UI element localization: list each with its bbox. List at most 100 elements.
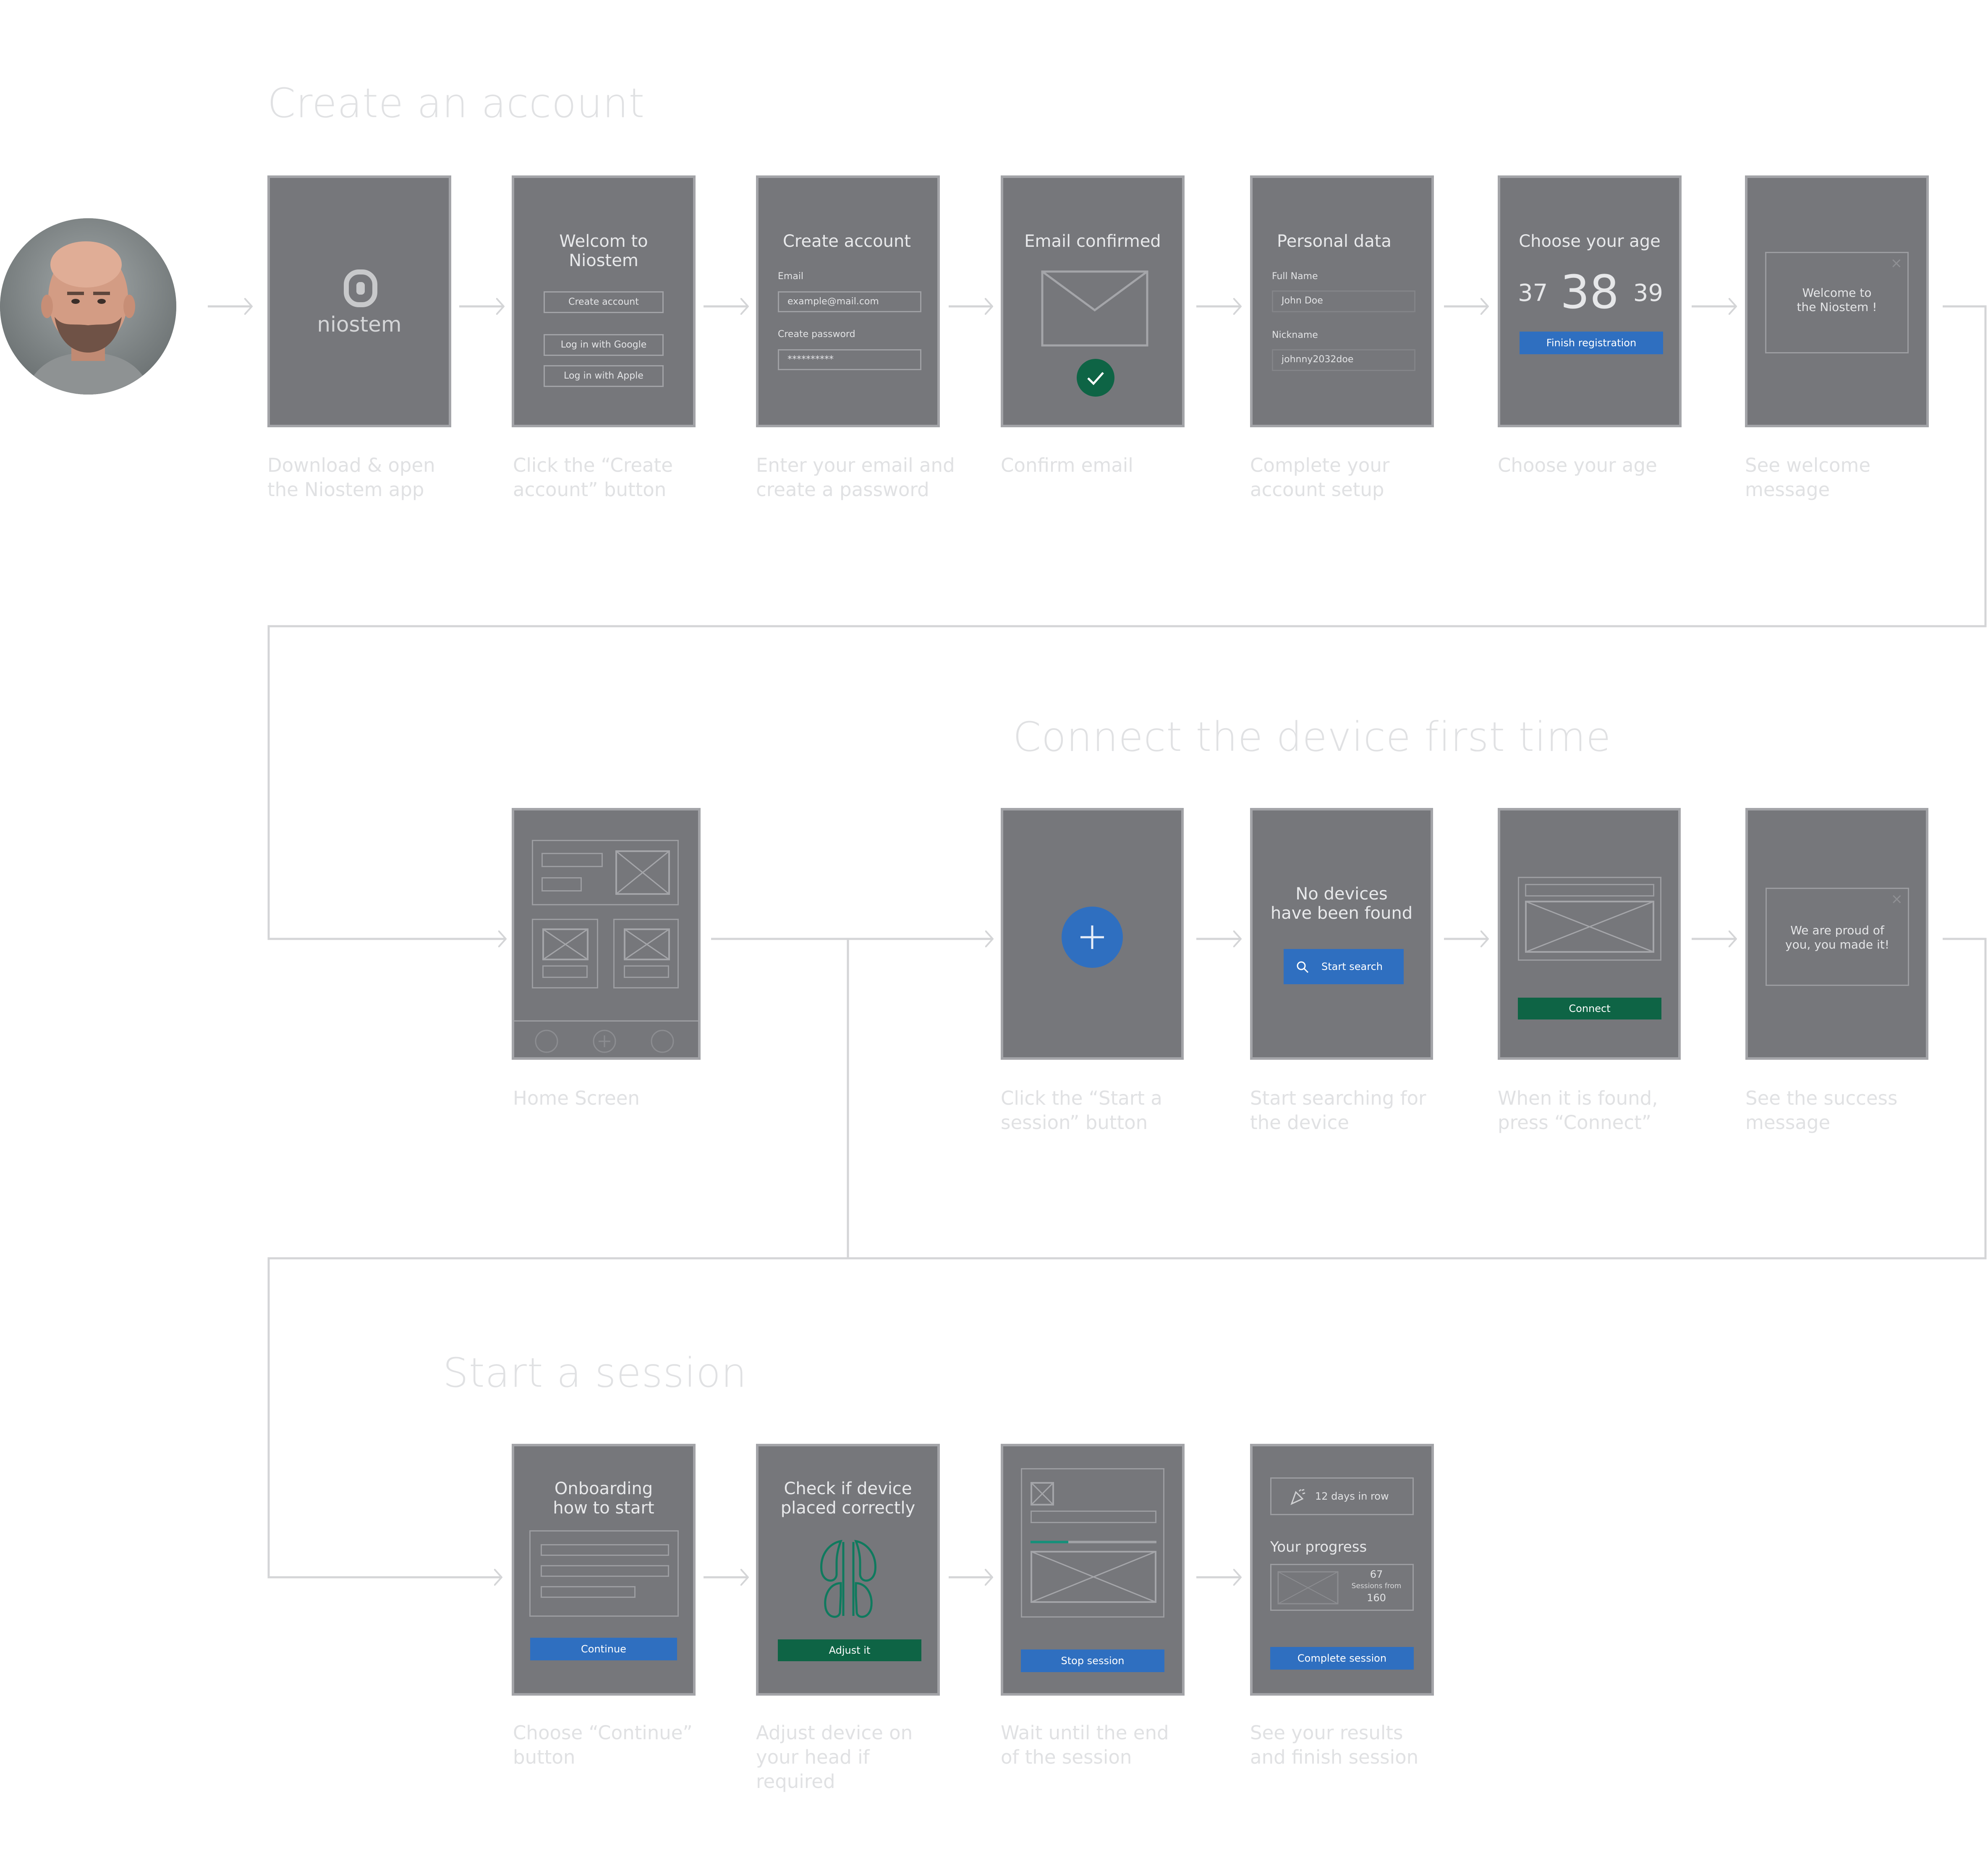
screen-onboarding: Onboarding how to start Continue xyxy=(512,1444,696,1696)
sessions-done: 67 xyxy=(1370,1568,1383,1580)
placeholder-bar xyxy=(1525,884,1654,897)
placeholder-bar xyxy=(541,1565,669,1577)
full-name-field[interactable]: John Doe xyxy=(1272,290,1415,312)
device-image-placeholder-icon xyxy=(1525,901,1654,953)
progress-label: Your progress xyxy=(1270,1539,1367,1555)
screen-title: Welcom to Niostem xyxy=(559,232,648,270)
age-current[interactable]: 38 xyxy=(1560,265,1619,319)
placeholder-bar xyxy=(1031,1511,1156,1523)
welcome-dialog: × Welcome to the Niostem ! xyxy=(1765,252,1909,353)
screen-title: Email confirmed xyxy=(1024,232,1161,251)
screen-title: Check if device placed correctly xyxy=(780,1479,916,1518)
caption-s5: Complete your account setup xyxy=(1250,454,1390,501)
caption-s14: Adjust device on your head if required xyxy=(756,1722,913,1793)
screen-no-devices: No devices have been found Start search xyxy=(1250,808,1433,1060)
nickname-label: Nickname xyxy=(1272,330,1318,340)
user-avatar xyxy=(0,218,176,395)
image-placeholder-icon xyxy=(1031,1482,1054,1506)
screen-email-confirmed: Email confirmed xyxy=(1001,175,1185,427)
screen-splash[interactable]: niostem xyxy=(267,175,451,427)
home-card-right[interactable] xyxy=(613,919,679,988)
screen-personal-data: Personal data Full Name John Doe Nicknam… xyxy=(1250,175,1434,427)
screen-results: 12 days in row Your progress 67 Sessions… xyxy=(1250,1444,1434,1696)
check-circle-icon xyxy=(1077,359,1114,397)
screen-create-account: Create account Email example@mail.com Cr… xyxy=(756,175,940,427)
nickname-field[interactable]: johnny2032doe xyxy=(1272,349,1415,371)
sessions-total: 160 xyxy=(1367,1592,1386,1604)
screen-start-session xyxy=(1001,808,1184,1060)
finish-registration-button[interactable]: Finish registration xyxy=(1520,332,1663,354)
screen-success: × We are proud of you, you made it! xyxy=(1745,808,1928,1060)
placeholder-bar xyxy=(542,965,588,978)
streak-card: 12 days in row xyxy=(1270,1477,1414,1515)
caption-s4: Confirm email xyxy=(1001,454,1133,476)
search-icon xyxy=(1297,961,1309,973)
adjust-button[interactable]: Adjust it xyxy=(778,1639,921,1661)
image-placeholder-icon xyxy=(615,850,670,895)
placeholder-bar xyxy=(541,1586,636,1598)
progress-card: 67 Sessions from 160 xyxy=(1270,1564,1414,1611)
caption-s12: See the success message xyxy=(1745,1087,1898,1134)
age-prev[interactable]: 37 xyxy=(1518,280,1548,307)
caption-s7: See welcome message xyxy=(1745,454,1871,501)
caption-s15: Wait until the end of the session xyxy=(1001,1722,1169,1768)
email-field[interactable]: example@mail.com xyxy=(778,291,921,312)
placeholder-bar xyxy=(541,877,582,891)
image-placeholder-icon xyxy=(624,928,670,960)
email-label: Email xyxy=(778,271,804,282)
complete-session-button[interactable]: Complete session xyxy=(1270,1647,1414,1670)
caption-s10: Start searching for the device xyxy=(1250,1087,1426,1134)
user-photo-icon xyxy=(0,218,176,395)
password-field[interactable]: ********** xyxy=(778,349,921,370)
section-title-account: Create an account xyxy=(267,80,645,127)
success-dialog: × We are proud of you, you made it! xyxy=(1766,888,1909,986)
close-icon[interactable]: × xyxy=(1890,255,1903,272)
welcome-text: Welcome to the Niostem ! xyxy=(1797,286,1877,314)
connect-button[interactable]: Connect xyxy=(1518,998,1661,1019)
close-icon[interactable]: × xyxy=(1891,891,1903,907)
tab-add-icon[interactable] xyxy=(593,1030,616,1053)
create-account-button[interactable]: Create account xyxy=(544,291,664,313)
section-title-session: Start a session xyxy=(443,1349,747,1396)
device-card xyxy=(1518,877,1661,961)
screen-title: No devices have been found xyxy=(1270,884,1413,923)
caption-s9: Click the “Start a session” button xyxy=(1001,1087,1162,1134)
home-card-left[interactable] xyxy=(532,919,598,988)
section-title-device: Connect the device first time xyxy=(1013,714,1611,761)
start-search-label: Start search xyxy=(1321,961,1383,972)
success-text: We are proud of you, you made it! xyxy=(1785,923,1889,951)
session-card xyxy=(1021,1468,1164,1618)
image-placeholder-icon xyxy=(1031,1551,1156,1603)
envelope-icon xyxy=(1041,270,1148,347)
age-next[interactable]: 39 xyxy=(1633,280,1663,307)
image-placeholder-icon xyxy=(1277,1571,1339,1605)
screen-welcome: Welcom to Niostem Create account Log in … xyxy=(512,175,696,427)
caption-s1: Download & open the Niostem app xyxy=(267,454,435,501)
add-session-button[interactable] xyxy=(1061,906,1123,968)
session-progress-track xyxy=(1031,1541,1156,1543)
streak-text: 12 days in row xyxy=(1315,1490,1389,1502)
tab-home-icon[interactable] xyxy=(535,1030,558,1053)
caption-s16: See your results and finish session xyxy=(1250,1722,1419,1768)
start-search-button[interactable]: Start search xyxy=(1284,949,1404,984)
celebration-icon xyxy=(1290,1489,1305,1505)
tab-bar xyxy=(535,1030,674,1053)
caption-s8: Home Screen xyxy=(513,1087,640,1109)
password-label: Create password xyxy=(778,329,855,340)
stop-session-button[interactable]: Stop session xyxy=(1021,1649,1164,1672)
image-placeholder-icon xyxy=(542,928,589,960)
niostem-logo-icon xyxy=(344,269,377,307)
caption-s2: Click the “Create account” button xyxy=(513,454,673,501)
connector-row2-to-row3 xyxy=(267,938,1987,1577)
full-name-label: Full Name xyxy=(1272,271,1318,282)
login-google-button[interactable]: Log in with Google xyxy=(544,334,664,356)
home-card-top xyxy=(532,840,679,905)
continue-button[interactable]: Continue xyxy=(530,1638,677,1660)
screen-welcome-message: × Welcome to the Niostem ! xyxy=(1745,175,1929,427)
login-apple-button[interactable]: Log in with Apple xyxy=(544,365,664,387)
tab-profile-icon[interactable] xyxy=(651,1030,674,1053)
caption-s13: Choose “Continue” button xyxy=(513,1722,693,1768)
connector-row1-to-home xyxy=(267,305,1987,939)
